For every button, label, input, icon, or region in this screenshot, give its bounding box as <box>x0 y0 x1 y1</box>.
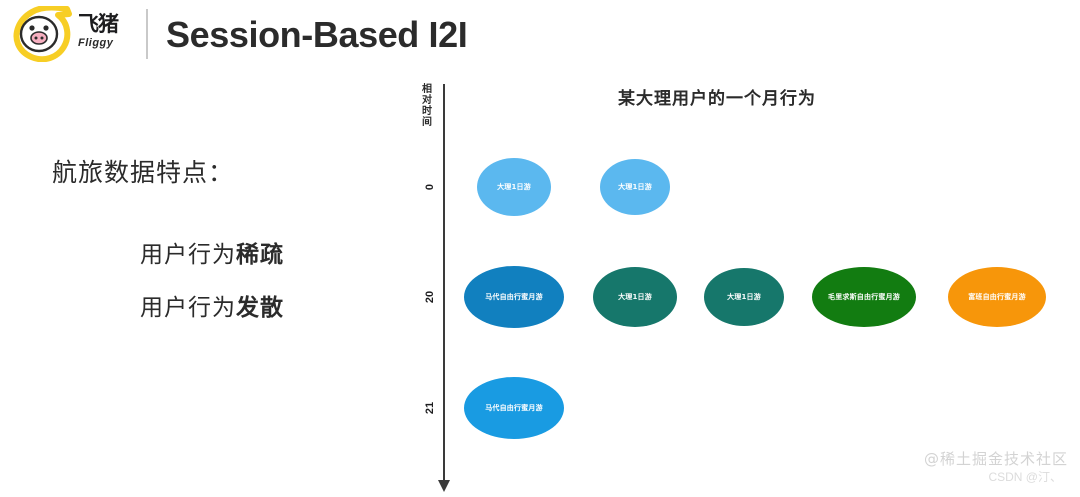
y-axis-label: 相对时间 <box>422 84 432 128</box>
bullet-2-emphasis: 发散 <box>236 295 284 321</box>
y-axis-arrow-icon <box>438 480 450 492</box>
chart-point-ellipse[interactable]: 马代自由行蜜月游 <box>464 377 564 439</box>
y-axis-tick-20: 20 <box>422 289 438 305</box>
page-title: Session-Based I2I <box>166 14 468 55</box>
chart-point-ellipse[interactable]: 大理1日游 <box>704 268 784 326</box>
watermark-secondary: CSDN @汀、 <box>988 470 1062 484</box>
fliggy-wordmark: 飞猪 Fliggy <box>78 12 138 60</box>
chart-point-label: 大理1日游 <box>618 292 652 301</box>
left-panel-lead: 航旅数据特点： <box>52 158 235 187</box>
chart-point-ellipse[interactable]: 富班自由行蜜月游 <box>948 267 1046 327</box>
chart-point-ellipse[interactable]: 大理1日游 <box>477 158 551 216</box>
brand-name-cn: 飞猪 <box>78 12 119 36</box>
brand-name-en: Fliggy <box>78 37 114 49</box>
chart-point-label: 大理1日游 <box>618 182 652 191</box>
left-panel-bullet-1: 用户行为稀疏 <box>140 235 284 269</box>
chart-point-label: 马代自由行蜜月游 <box>485 403 543 412</box>
bullet-1-prefix: 用户行为 <box>140 242 236 268</box>
fliggy-pig-logo-icon <box>12 4 74 63</box>
y-axis-tick-21: 21 <box>422 400 438 416</box>
bullet-1-emphasis: 稀疏 <box>236 242 284 268</box>
y-axis-tick-label: 0 <box>424 183 436 191</box>
y-axis-tick-label: 21 <box>424 401 436 415</box>
chart-point-label: 马代自由行蜜月游 <box>485 292 543 301</box>
page-header: 飞猪 Fliggy Session-Based I2I <box>0 0 1080 72</box>
y-axis-tick-0: 0 <box>422 179 438 195</box>
chart-point-label: 富班自由行蜜月游 <box>968 292 1026 301</box>
chart-point-label: 大理1日游 <box>497 182 531 191</box>
watermark-primary: @稀土掘金技术社区 <box>923 450 1068 468</box>
chart-point-label: 毛里求斯自由行蜜月游 <box>828 292 900 301</box>
chart-point-ellipse[interactable]: 大理1日游 <box>600 159 670 215</box>
chart-point-ellipse[interactable]: 毛里求斯自由行蜜月游 <box>812 267 916 327</box>
bullet-2-prefix: 用户行为 <box>140 295 236 321</box>
chart-point-ellipse[interactable]: 马代自由行蜜月游 <box>464 266 564 328</box>
y-axis-line <box>443 84 445 484</box>
y-axis-tick-label: 20 <box>424 290 436 304</box>
chart-point-ellipse[interactable]: 大理1日游 <box>593 267 677 327</box>
chart-title: 某大理用户的一个月行为 <box>618 89 816 109</box>
header-divider <box>146 9 148 59</box>
left-panel-bullet-2: 用户行为发散 <box>140 288 284 322</box>
chart-point-label: 大理1日游 <box>727 292 761 301</box>
